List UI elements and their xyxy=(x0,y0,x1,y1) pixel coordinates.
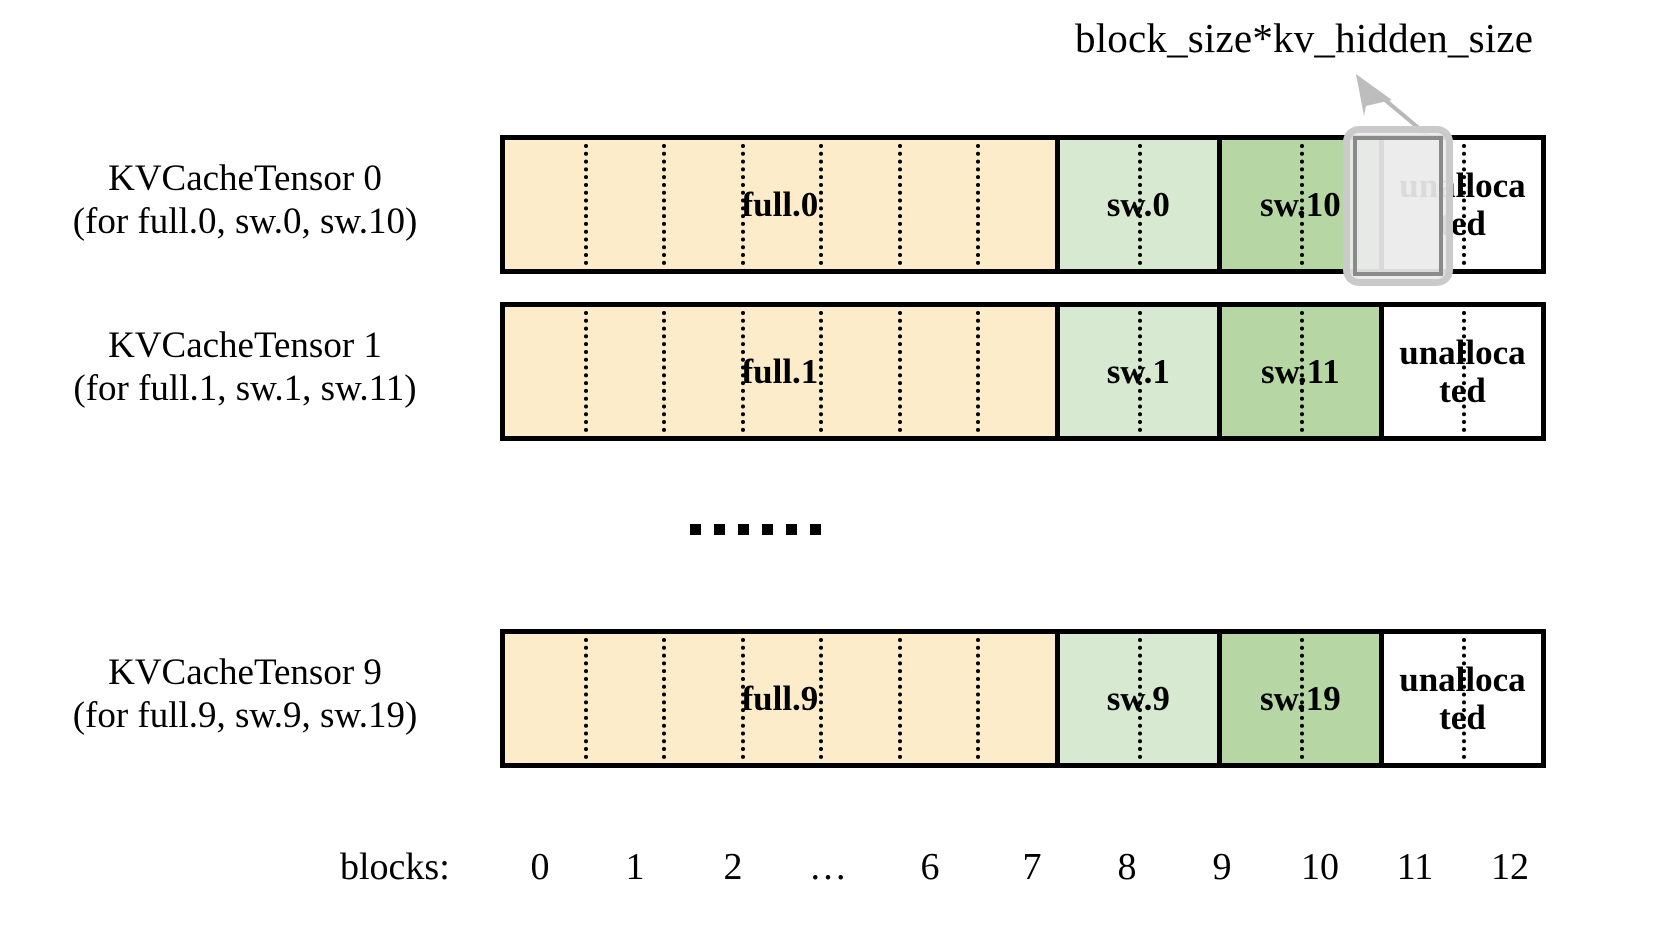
ellipsis-dot xyxy=(738,524,749,535)
segment-label: sw.9 xyxy=(1106,678,1170,718)
row-label: KVCacheTensor 1 (for full.1, sw.1, sw.11… xyxy=(0,324,490,411)
segment-sw-light[interactable]: sw.9 xyxy=(1054,634,1217,763)
axis-tick-12: 12 xyxy=(1491,846,1529,888)
ellipsis-dot xyxy=(690,524,701,535)
axis-tick-2: 2 xyxy=(723,846,743,888)
segment-label: sw.0 xyxy=(1106,184,1170,224)
row-label-line2: (for full.1, sw.1, sw.11) xyxy=(73,368,417,410)
segment-full[interactable]: full.9 xyxy=(505,634,1055,763)
annotation-label: block_size*kv_hidden_size xyxy=(1075,15,1534,61)
row-label-line1: KVCacheTensor 0 xyxy=(108,158,382,199)
axis-tick-7: 7 xyxy=(1022,846,1042,888)
row-label-line1: KVCacheTensor 9 xyxy=(108,652,382,693)
axis-tick-9: 9 xyxy=(1212,846,1232,888)
highlight-callout-box[interactable] xyxy=(1343,126,1453,286)
segment-label: full.9 xyxy=(741,678,819,718)
segment-label: full.0 xyxy=(741,184,819,224)
segment-full[interactable]: full.0 xyxy=(505,140,1055,269)
row-label-line2: (for full.0, sw.0, sw.10) xyxy=(72,201,418,243)
axis-tick-8: 8 xyxy=(1117,846,1137,888)
row-label: KVCacheTensor 0 (for full.0, sw.0, sw.10… xyxy=(0,157,490,244)
ellipsis-dot xyxy=(714,524,725,535)
segment-label: sw.10 xyxy=(1260,184,1341,224)
ellipsis-dot xyxy=(810,524,821,535)
blocks-axis: blocks: 0 1 2 … 6 7 8 9 10 11 12 xyxy=(0,845,1676,905)
axis-tick-ellipsis: … xyxy=(809,846,847,888)
axis-tick-11: 11 xyxy=(1396,846,1434,888)
axis-tick-10: 10 xyxy=(1301,846,1339,888)
segment-label: sw.1 xyxy=(1106,351,1170,391)
rows-ellipsis xyxy=(690,524,821,535)
segment-sw-dark[interactable]: sw.11 xyxy=(1216,307,1379,436)
segment-label: sw.11 xyxy=(1260,351,1340,391)
segment-sw-light[interactable]: sw.0 xyxy=(1054,140,1217,269)
axis-tick-1: 1 xyxy=(625,846,645,888)
axis-tick-0: 0 xyxy=(530,846,550,888)
segment-label: sw.19 xyxy=(1260,678,1341,718)
segment-sw-dark[interactable]: sw.19 xyxy=(1216,634,1379,763)
blocks-axis-title: blocks: xyxy=(340,846,450,888)
axis-tick-6: 6 xyxy=(920,846,940,888)
ellipsis-dot xyxy=(786,524,797,535)
segment-full[interactable]: full.1 xyxy=(505,307,1055,436)
row-label-line1: KVCacheTensor 1 xyxy=(108,325,382,366)
ellipsis-dot xyxy=(762,524,773,535)
segment-label: full.1 xyxy=(741,351,819,391)
segment-sw-light[interactable]: sw.1 xyxy=(1054,307,1217,436)
row-label-line2: (for full.9, sw.9, sw.19) xyxy=(72,695,418,737)
row-label: KVCacheTensor 9 (for full.9, sw.9, sw.19… xyxy=(0,651,490,738)
